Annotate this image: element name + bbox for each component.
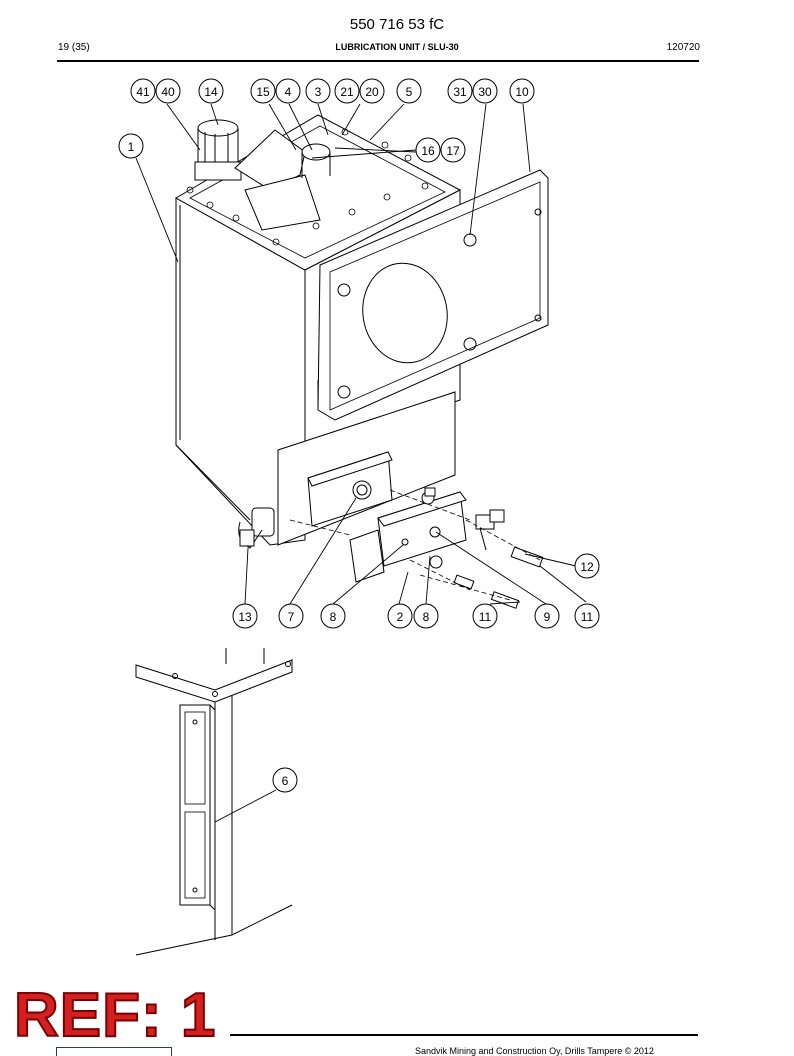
mounting-bracket (317, 169, 549, 421)
breather-housing (234, 129, 331, 231)
detail-view (135, 648, 293, 956)
header-rule (57, 60, 699, 62)
document-number: 550 716 53 fC (349, 16, 445, 33)
callout-5: 5 (406, 85, 413, 99)
callout-11-left: 11 (479, 610, 492, 624)
callout-21: 21 (340, 85, 354, 99)
callout-8-left: 8 (330, 610, 337, 624)
callout-12: 12 (580, 560, 594, 574)
right-fittings (453, 509, 544, 609)
filler-cap (194, 119, 242, 181)
callout-10: 10 (515, 85, 529, 99)
callout-2: 2 (397, 610, 404, 624)
callout-3: 3 (315, 85, 322, 99)
callout-11-right: 11 (581, 610, 594, 624)
callout-20: 20 (365, 85, 379, 99)
callout-17: 17 (446, 144, 460, 158)
callout-31: 31 (453, 85, 467, 99)
callout-9: 9 (544, 610, 551, 624)
footer-rule (230, 1034, 698, 1036)
company-logo (56, 1047, 172, 1056)
callout-14: 14 (204, 85, 218, 99)
callout-16: 16 (421, 144, 435, 158)
callout-circles (118, 78, 600, 793)
page-indicator: 19 (35) (58, 42, 90, 53)
callout-40: 40 (161, 85, 175, 99)
callout-15: 15 (256, 85, 270, 99)
ref-stamp: REF: 1 (13, 981, 217, 1050)
document-date: 120720 (666, 42, 700, 53)
callout-41: 41 (136, 85, 150, 99)
callout-1: 1 (128, 140, 135, 154)
callout-30: 30 (478, 85, 492, 99)
callout-13: 13 (238, 610, 252, 624)
callout-8-right: 8 (423, 610, 430, 624)
assembly-lines (289, 489, 541, 601)
footer-copyright: Sandvik Mining and Construction Oy, Dril… (415, 1046, 654, 1056)
callout-7: 7 (288, 610, 295, 624)
leader-lines (135, 103, 587, 823)
callout-6: 6 (282, 774, 289, 788)
elbow-fitting (238, 507, 275, 549)
page-title: LUBRICATION UNIT / SLU-30 (335, 42, 459, 52)
callout-4: 4 (285, 85, 292, 99)
